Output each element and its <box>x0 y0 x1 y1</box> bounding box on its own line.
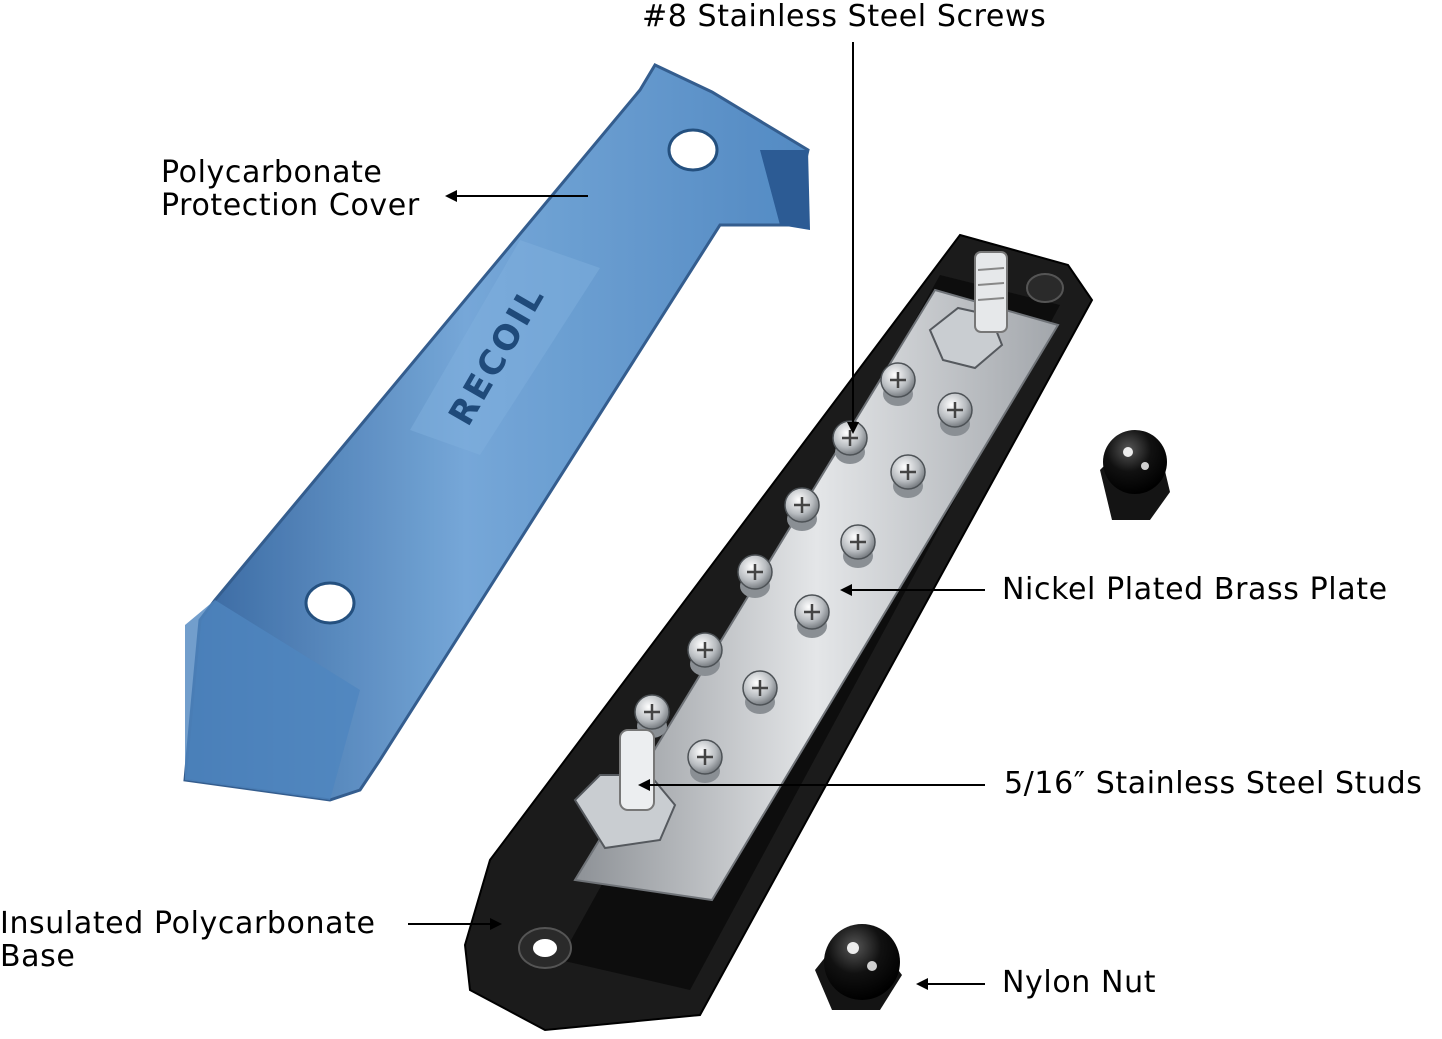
screw <box>937 392 973 436</box>
nylon-nut-bottom <box>815 924 902 1010</box>
screw <box>840 524 876 568</box>
label-cover-line1: Polycarbonate <box>161 155 383 190</box>
label-base-line1: Insulated Polycarbonate <box>0 906 376 941</box>
callout-lines <box>408 42 985 990</box>
label-base: Insulated Polycarbonate Base <box>0 907 376 973</box>
screw <box>890 454 926 498</box>
screws-group <box>634 362 973 783</box>
label-base-line2: Base <box>0 939 76 974</box>
label-cover: Polycarbonate Protection Cover <box>161 156 420 222</box>
label-studs: 5/16″ Stainless Steel Studs <box>1004 766 1423 801</box>
screw <box>742 670 778 714</box>
screw <box>737 554 773 598</box>
nylon-nut-top <box>1100 430 1170 520</box>
base-mounting-hole-top <box>1026 273 1064 303</box>
cover-mounting-hole-bottom <box>304 581 356 625</box>
cover-mounting-hole-top <box>667 128 719 172</box>
screw <box>880 362 916 406</box>
protection-cover: RECOIL <box>183 63 810 802</box>
screw <box>784 487 820 531</box>
screw <box>794 594 830 638</box>
stud-top <box>928 251 1008 370</box>
label-plate: Nickel Plated Brass Plate <box>1002 572 1388 607</box>
label-screws: #8 Stainless Steel Screws <box>642 0 1047 34</box>
screw <box>687 739 723 783</box>
screw <box>832 420 868 464</box>
screw <box>687 632 723 676</box>
label-nut: Nylon Nut <box>1002 965 1157 1000</box>
label-cover-line2: Protection Cover <box>161 188 420 223</box>
